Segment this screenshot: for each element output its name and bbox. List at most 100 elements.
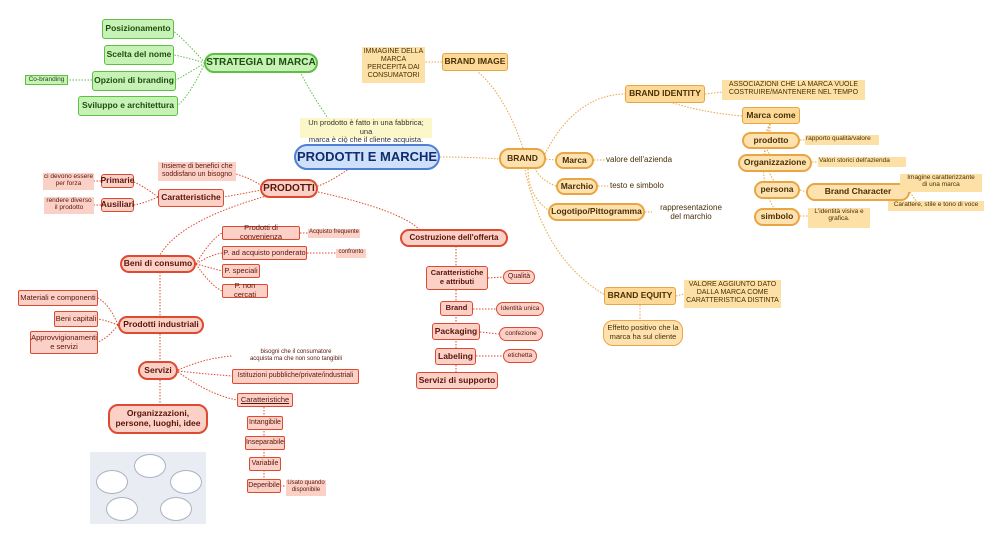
link-prodotti-benefits — [235, 173, 263, 187]
link-identity-marcacome — [669, 101, 743, 117]
organizzazioni-node[interactable]: Organizzazioni, persone, luoghi, idee — [108, 404, 208, 434]
brand-node[interactable]: BRAND — [499, 148, 546, 169]
link-brand-marchio — [534, 167, 557, 187]
marchio-node[interactable]: Marchio — [556, 178, 598, 195]
link-attributi-qualita — [487, 276, 504, 279]
marchio-text: testo e simbolo — [610, 181, 664, 190]
costruzione-offerta-node[interactable]: Costruzione dell'offerta — [400, 229, 508, 247]
offerta-etichetta[interactable]: etichetta — [503, 349, 537, 363]
offerta-qualita[interactable]: Qualità — [503, 270, 535, 284]
cobranding-leaf[interactable]: Co-branding — [25, 75, 68, 85]
primarie-note: ci devono essere per forza — [43, 173, 94, 190]
logotipo-text: rappresentazione del marchio — [660, 203, 722, 222]
link-identity-note — [704, 91, 723, 95]
ausiliari-node[interactable]: Ausiliari — [101, 198, 134, 212]
link-strategy-sviluppo — [177, 62, 206, 106]
link-brand-image — [477, 71, 524, 149]
link-servizi-caratteristiche — [177, 371, 238, 401]
link-strategy-nome — [173, 54, 206, 64]
deperibile-note: Usato quando disponibile — [286, 480, 326, 496]
offerta-attributi-node[interactable]: Caratteristiche e attributi — [426, 266, 488, 290]
beni-item-speciali[interactable]: P. speciali — [222, 264, 260, 278]
servizi-node[interactable]: Servizi — [138, 361, 178, 380]
industriali-item-capitali[interactable]: Beni capitali — [54, 311, 98, 327]
link-brand-identity — [544, 93, 626, 155]
servizi-bisogni: bisogni che il consumatore acquista ma c… — [249, 349, 343, 362]
brand-equity-node[interactable]: BRAND EQUITY — [604, 287, 676, 305]
link-center-brand — [439, 156, 501, 160]
link-beni-ponderato — [195, 252, 223, 265]
link-brand-equity — [524, 169, 606, 296]
link-car-primarie — [133, 181, 159, 198]
link-industriali-approv — [97, 324, 119, 343]
identity-persona-node[interactable]: persona — [754, 181, 800, 199]
servizi-caratteristiche[interactable]: Caratteristiche — [237, 393, 293, 407]
offerta-confezione[interactable]: confezione — [499, 327, 543, 341]
strategy-item-opzioni-branding[interactable]: Opzioni di branding — [92, 71, 176, 91]
strategy-node[interactable]: STRATEGIA DI MARCA — [204, 53, 318, 73]
brand-character-text-1: Imagine caratterizzante di una marca — [900, 174, 982, 192]
servizi-trait-intangibile[interactable]: Intangibile — [247, 416, 283, 430]
link-servizi-istituzioni — [177, 370, 233, 377]
ausiliari-note: rendere diverso il prodotto — [44, 197, 94, 214]
link-equity-note — [675, 293, 685, 297]
brand-character-node[interactable]: Brand Character — [806, 183, 910, 201]
prodotti-node[interactable]: PRODOTTI — [260, 179, 318, 198]
offerta-servizi-supporto-node[interactable]: Servizi di supporto — [416, 372, 498, 389]
marca-node[interactable]: Marca — [555, 152, 594, 169]
marca-come-node[interactable]: Marca come — [742, 107, 800, 124]
brand-image-node[interactable]: BRAND IMAGE — [442, 53, 508, 71]
link-prodotti-caratteristiche — [223, 189, 263, 198]
link-packaging-confezione — [479, 331, 500, 335]
link-marcacome-organizzazione — [764, 123, 771, 156]
brand-image-note: IMMAGINE DELLA MARCA PERCEPITA DAI CONSU… — [362, 47, 425, 83]
servizi-trait-inseparabile[interactable]: Inseparabile — [245, 436, 285, 450]
logotipo-node[interactable]: Logotipo/Pittogramma — [548, 203, 645, 221]
strategy-item-posizionamento[interactable]: Posizionamento — [102, 19, 174, 39]
prodotti-benefits: Insieme di benefici che soddisfano un bi… — [158, 162, 236, 181]
brand-identity-node[interactable]: BRAND IDENTITY — [625, 85, 705, 103]
primarie-node[interactable]: Primarie — [100, 174, 135, 188]
identity-prodotto-text: rapporto qualità/valore — [805, 135, 879, 145]
prodotti-industriali-node[interactable]: Prodotti industriali — [118, 316, 204, 334]
link-brand-marca — [545, 158, 556, 161]
beni-consumo-node[interactable]: Beni di consumo — [120, 255, 196, 273]
strategy-item-sviluppo-architettura[interactable]: Sviluppo e architettura — [78, 96, 178, 116]
industriali-item-approvvigionamenti[interactable]: Approvvigionamenti e servizi — [30, 331, 98, 354]
servizi-trait-variabile[interactable]: Variabile — [249, 457, 281, 471]
identity-organizzazione-text: Valori storici dell'azienda — [818, 157, 906, 167]
servizi-trait-deperibile[interactable]: Deperibile — [247, 479, 281, 493]
identity-prodotto-node[interactable]: prodotto — [742, 132, 800, 149]
link-beni-noncercati — [195, 263, 223, 292]
brand-character-text-2: Carattere, stile e tono di voce — [888, 201, 984, 211]
identity-organizzazione-node[interactable]: Organizzazione — [738, 154, 812, 172]
link-strategy-opzioni — [175, 62, 206, 81]
identity-simbolo-text: L'identità visiva e grafica. — [808, 208, 870, 228]
link-marcacome-simbolo — [763, 123, 776, 211]
marca-text: valore dell'azienda — [606, 155, 673, 164]
link-strategy-posizionamento — [171, 29, 206, 64]
link-industriali-materiali — [97, 297, 119, 326]
link-persona-character — [799, 189, 807, 193]
beni-item-noncercati[interactable]: P. non cercati — [222, 282, 268, 299]
beni-item-ponderato[interactable]: P. ad acquisto ponderato — [222, 246, 307, 260]
link-prodotti-beni — [159, 194, 271, 256]
caratteristiche-node[interactable]: Caratteristiche — [158, 189, 224, 207]
link-car-ausiliari — [133, 196, 159, 206]
offerta-brand-node[interactable]: Brand — [440, 301, 473, 316]
brand-equity-effect[interactable]: Effetto positivo che la marca ha sul cli… — [603, 320, 683, 346]
industriali-item-materiali[interactable]: Materiali e componenti — [18, 290, 98, 306]
link-servizi-bisogni — [177, 355, 233, 371]
central-topic[interactable]: PRODOTTI E MARCHE — [294, 144, 440, 170]
brand-equity-note: VALORE AGGIUNTO DATO DALLA MARCA COME CA… — [684, 280, 781, 308]
servizi-istituzioni[interactable]: Istituzioni pubbliche/private/industrial… — [232, 369, 359, 384]
identity-simbolo-node[interactable]: simbolo — [754, 208, 800, 226]
beni-item-convenienza[interactable]: Prodotti di convenienza — [222, 224, 300, 241]
offerta-identita-unica[interactable]: Identità unica — [496, 302, 544, 316]
offerta-packaging-node[interactable]: Packaging — [432, 323, 480, 340]
brand-identity-note: ASSOCIAZIONI CHE LA MARCA VUOLE COSTRUIR… — [722, 80, 865, 100]
offerta-labeling-node[interactable]: Labeling — [435, 348, 476, 365]
link-center-strategy — [299, 71, 351, 149]
strategy-item-scelta-nome[interactable]: Scelta del nome — [104, 45, 174, 65]
convenienza-note: Acquisto frequente — [308, 229, 360, 238]
